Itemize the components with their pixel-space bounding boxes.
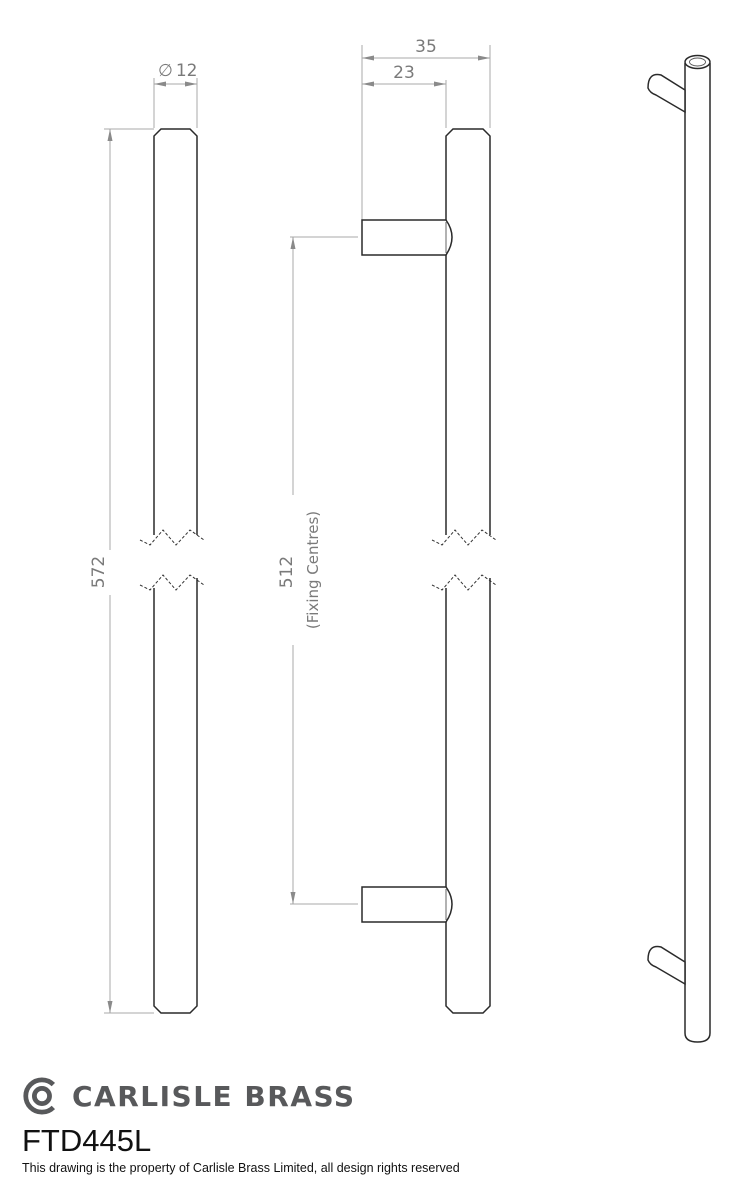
fixing-centres-value-label: 512 bbox=[277, 556, 297, 588]
isometric-view bbox=[647, 54, 711, 1043]
product-code: FTD445L bbox=[22, 1123, 152, 1158]
brand-name: CARLISLE BRASS bbox=[72, 1079, 356, 1113]
front-view: ∅12 572 bbox=[89, 61, 205, 1014]
overall-length-label: 572 bbox=[89, 556, 109, 588]
projection-35-label: 35 bbox=[415, 37, 437, 57]
diameter-label: ∅12 bbox=[158, 61, 197, 81]
fixing-centres-caption: (Fixing Centres) bbox=[304, 511, 322, 629]
copyright-notice: This drawing is the property of Carlisle… bbox=[22, 1161, 460, 1175]
carlisle-brass-logo-icon bbox=[23, 1077, 56, 1115]
offset-23-label: 23 bbox=[393, 63, 415, 83]
brand-block: CARLISLE BRASS bbox=[22, 1076, 356, 1116]
side-view: 35 23 512 (Fixing Centres) bbox=[277, 37, 497, 1014]
